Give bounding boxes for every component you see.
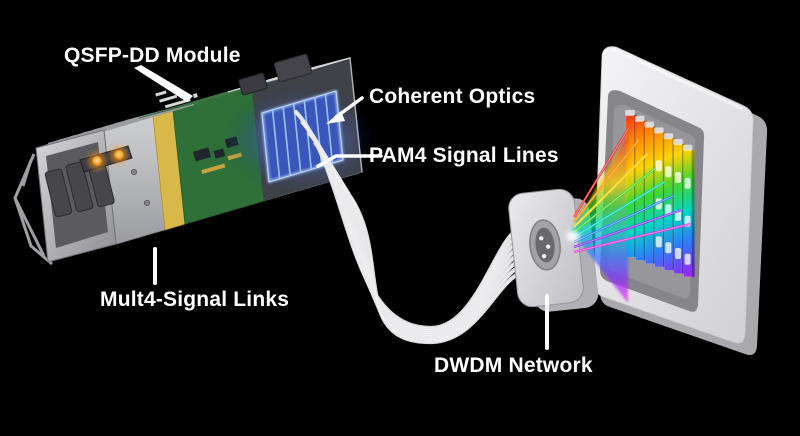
screw xyxy=(130,168,138,176)
leader-qsfp-module xyxy=(134,65,193,102)
label-qsfp-module: QSFP-DD Module xyxy=(64,44,241,67)
panel-top-bevel xyxy=(611,47,744,111)
light-burst xyxy=(566,231,580,241)
fiber-bundle xyxy=(293,109,524,345)
led-indicators xyxy=(79,145,133,173)
spectrum-beams xyxy=(572,125,691,254)
qsfp-module-illustration xyxy=(13,53,372,266)
label-pam4-signal-lines: PAM4 Signal Lines xyxy=(369,144,559,167)
label-mult4-signal-links: Mult4-Signal Links xyxy=(100,288,290,311)
asic-chip xyxy=(238,72,268,96)
leader-coherent-arrowhead xyxy=(326,111,345,124)
label-coherent-optics: Coherent Optics xyxy=(369,85,536,108)
leader-pam4 xyxy=(316,154,383,168)
leader-lines xyxy=(134,65,549,350)
coupler-hole xyxy=(529,219,561,271)
asic-chip xyxy=(273,53,313,83)
pcb-silkscreen xyxy=(155,90,198,109)
label-dwdm-network: DWDM Network xyxy=(434,354,593,377)
spectrum-fan xyxy=(571,134,628,303)
bail-wire-handle xyxy=(13,153,53,266)
screw xyxy=(143,199,151,207)
